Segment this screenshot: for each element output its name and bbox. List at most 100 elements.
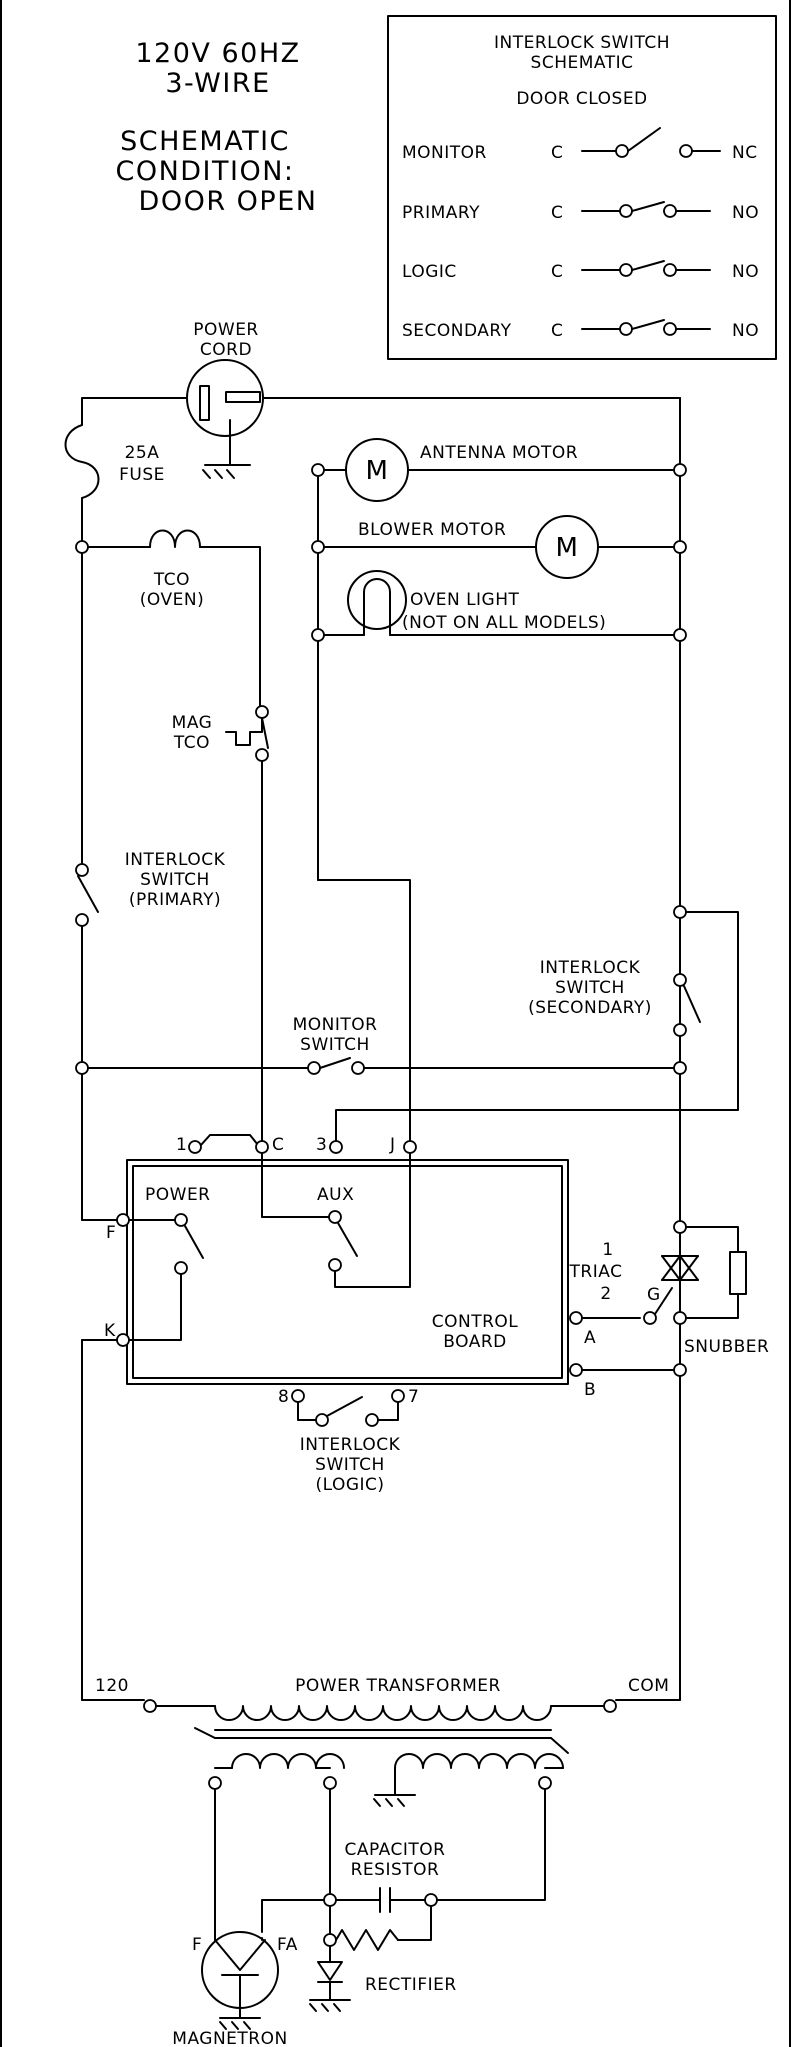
oven-light: OVEN LIGHT (NOT ON ALL MODELS) [311,570,687,642]
blower-motor: M BLOWER MOTOR [311,515,687,579]
svg-text:C: C [551,321,563,341]
svg-text:NO: NO [732,203,759,223]
magnetron: F FA MAGNETRON [172,1788,298,2047]
svg-text:NC: NC [732,143,758,163]
svg-text:MONITOR: MONITOR [402,143,487,163]
svg-text:B: B [584,1380,596,1400]
svg-text:TRIAC: TRIAC [569,1262,623,1282]
power-relay: POWER F [81,1185,211,1341]
svg-text:TCO: TCO [173,733,210,753]
svg-text:NO: NO [732,262,759,282]
svg-text:OVEN LIGHT: OVEN LIGHT [410,590,520,610]
svg-text:COM: COM [628,1676,669,1696]
svg-text:SWITCH: SWITCH [555,978,625,998]
legend-row-logic: LOGIC C NO [402,260,759,282]
supply-rating: 120V 60HZ [135,38,300,69]
svg-text:FA: FA [277,1935,298,1955]
triac: 1 TRIAC 2 G [569,1220,699,1325]
svg-text:CAPACITOR: CAPACITOR [345,1840,446,1860]
svg-text:SWITCH: SWITCH [140,870,210,890]
svg-text:K: K [104,1321,116,1341]
svg-text:NO: NO [732,321,759,341]
svg-text:RECTIFIER: RECTIFIER [365,1975,457,1995]
svg-text:(SECONDARY): (SECONDARY) [528,998,652,1018]
legend-title-2: SCHEMATIC [531,53,634,73]
legend-row-monitor: MONITOR C NC [402,127,758,163]
svg-text:SWITCH: SWITCH [300,1035,370,1055]
svg-text:MAG: MAG [172,713,213,733]
tco-oven: TCO (OVEN) [75,529,261,709]
svg-text:8: 8 [278,1387,289,1407]
svg-text:J: J [389,1135,395,1155]
svg-text:RESISTOR: RESISTOR [351,1860,440,1880]
aux-relay: AUX [261,1152,411,1288]
legend-row-secondary: SECONDARY C NO [402,319,759,341]
svg-text:SNUBBER: SNUBBER [684,1337,769,1357]
svg-text:SECONDARY: SECONDARY [402,321,512,341]
svg-text:F: F [192,1935,202,1955]
svg-text:1: 1 [602,1240,613,1260]
svg-text:C: C [551,143,563,163]
svg-text:INTERLOCK: INTERLOCK [540,958,641,978]
fuse: 25A FUSE [64,424,165,499]
power-cord: POWER CORD [81,320,681,479]
legend-row-primary: PRIMARY C NO [402,201,759,223]
svg-text:ANTENNA MOTOR: ANTENNA MOTOR [420,443,578,463]
svg-text:G: G [647,1285,660,1305]
svg-text:INTERLOCK: INTERLOCK [125,850,226,870]
interlock-logic: 8 7 INTERLOCK SWITCH (LOGIC) [278,1387,419,1495]
svg-text:CONTROL: CONTROL [432,1312,519,1332]
svg-text:M: M [366,456,389,486]
mag-tco: MAG TCO [172,705,269,1146]
header: 120V 60HZ 3-WIRE SCHEMATIC CONDITION: DO… [115,38,318,217]
svg-text:(OVEN): (OVEN) [140,590,204,610]
supply-wiring: 3-WIRE [165,68,270,99]
svg-text:C: C [551,262,563,282]
rectifier: RECTIFIER [309,1945,457,2012]
power-transformer: POWER TRANSFORMER 120 COM [81,1676,681,1807]
svg-text:1: 1 [176,1135,187,1155]
svg-text:LOGIC: LOGIC [402,262,457,282]
antenna-motor: M ANTENNA MOTOR [311,438,687,502]
condition-line-2: CONDITION: [115,156,294,187]
svg-text:MAGNETRON: MAGNETRON [172,2029,287,2047]
legend-subtitle: DOOR CLOSED [516,89,647,109]
control-board: CONTROL BOARD [126,1159,569,1385]
svg-text:7: 7 [408,1387,419,1407]
svg-text:PRIMARY: PRIMARY [402,203,480,223]
pins-a-b: A B [569,1311,687,1400]
interlock-secondary: INTERLOCK SWITCH (SECONDARY) [335,905,739,1146]
svg-text:POWER: POWER [145,1185,211,1205]
board-pins-top: 1 C 3 J [176,1134,417,1218]
svg-text:A: A [584,1328,596,1348]
monitor-switch: MONITOR SWITCH [75,1015,687,1075]
legend-title: INTERLOCK SWITCH [494,33,670,53]
svg-text:SWITCH: SWITCH [315,1455,385,1475]
svg-text:BLOWER MOTOR: BLOWER MOTOR [358,520,506,540]
svg-text:TCO: TCO [153,570,190,590]
svg-text:POWER: POWER [193,320,259,340]
svg-text:POWER TRANSFORMER: POWER TRANSFORMER [295,1676,501,1696]
capacitor-resistor: CAPACITOR RESISTOR [261,1788,546,1951]
svg-text:INTERLOCK: INTERLOCK [300,1435,401,1455]
svg-text:3: 3 [316,1135,327,1155]
svg-text:C: C [272,1135,284,1155]
interlock-legend: INTERLOCK SWITCH SCHEMATIC DOOR CLOSED M… [387,15,777,360]
svg-text:120: 120 [95,1676,129,1696]
condition-line-1: SCHEMATIC [120,126,290,157]
svg-text:25A: 25A [125,443,160,463]
svg-text:M: M [556,533,579,563]
pin-k: K [81,1321,130,1701]
svg-text:FUSE: FUSE [119,465,165,485]
svg-text:MONITOR: MONITOR [293,1015,378,1035]
interlock-primary: INTERLOCK SWITCH (PRIMARY) [75,850,226,927]
snubber: SNUBBER [684,1226,769,1357]
svg-text:CORD: CORD [200,340,252,360]
svg-text:2: 2 [600,1284,611,1304]
svg-text:(PRIMARY): (PRIMARY) [129,890,221,910]
svg-text:AUX: AUX [317,1185,354,1205]
condition-line-3: DOOR OPEN [139,186,318,217]
svg-text:F: F [106,1223,116,1243]
